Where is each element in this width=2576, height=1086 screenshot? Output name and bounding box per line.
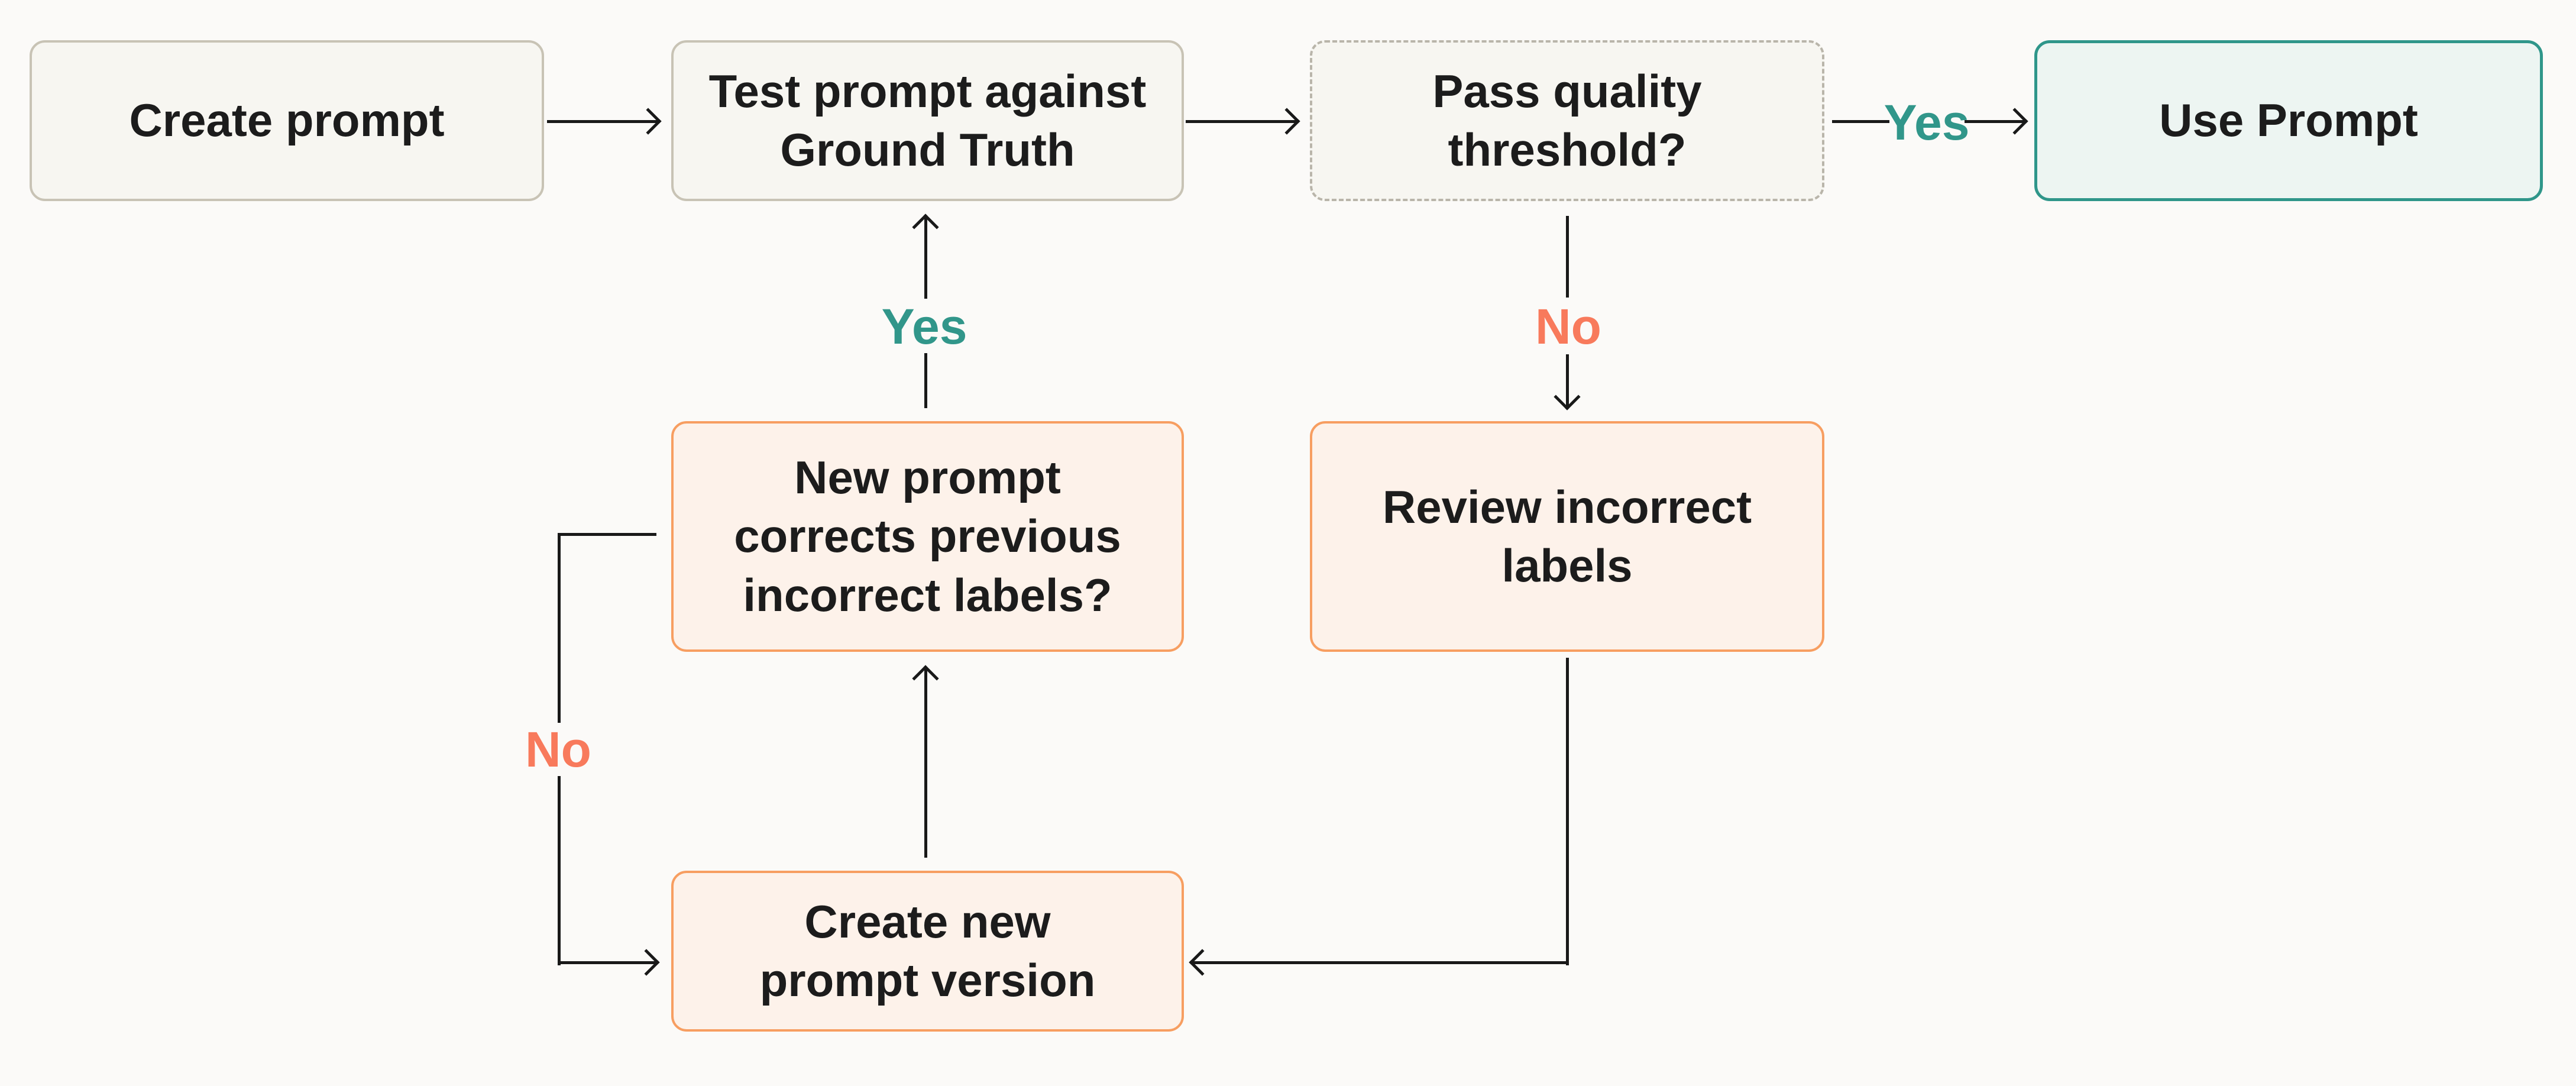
edge-line <box>1186 120 1298 123</box>
node-create-new-version-label: Create new prompt version <box>759 895 1096 1006</box>
edge-line <box>924 353 927 408</box>
node-test-prompt: Test prompt against Ground Truth <box>671 40 1184 201</box>
edge-line <box>1566 658 1569 965</box>
arrowhead-right-icon <box>2001 108 2028 135</box>
edge-line <box>924 667 927 858</box>
edge-label-yes-to-use: Yes <box>1884 95 1970 150</box>
arrowhead-down-icon <box>1554 383 1581 411</box>
arrowhead-up-icon <box>912 665 939 692</box>
edge-label-no-loop: No <box>525 722 591 777</box>
edge-line <box>559 961 658 964</box>
arrowhead-right-icon <box>635 108 662 135</box>
arrowhead-right-icon <box>1273 108 1300 135</box>
edge-label-yes-loop: Yes <box>881 299 967 354</box>
node-test-prompt-label: Test prompt against Ground Truth <box>708 64 1147 176</box>
node-use-prompt: Use Prompt <box>2034 40 2543 201</box>
edge-label-no-to-review: No <box>1535 299 1601 354</box>
arrowhead-up-icon <box>912 214 939 241</box>
node-pass-threshold-label: Pass quality threshold? <box>1432 64 1702 176</box>
edge-line <box>924 216 927 299</box>
edge-line <box>1191 961 1569 964</box>
edge-line <box>558 533 561 723</box>
arrowhead-left-icon <box>1189 949 1216 976</box>
edge-line <box>1566 216 1569 298</box>
edge-line <box>1965 120 2026 123</box>
edge-line <box>1832 120 1889 123</box>
edge-line <box>547 120 659 123</box>
node-create-new-version: Create new prompt version <box>671 871 1184 1032</box>
node-new-prompt-corrects-label: New prompt corrects previous incorrect l… <box>734 451 1121 621</box>
node-review-labels-label: Review incorrect labels <box>1382 480 1752 592</box>
edge-line <box>559 533 656 536</box>
node-pass-threshold: Pass quality threshold? <box>1310 40 1824 201</box>
arrowhead-right-icon <box>633 949 660 976</box>
node-create-prompt-label: Create prompt <box>129 94 445 147</box>
node-new-prompt-corrects: New prompt corrects previous incorrect l… <box>671 421 1184 652</box>
edge-line <box>1566 354 1569 408</box>
node-review-labels: Review incorrect labels <box>1310 421 1824 652</box>
node-use-prompt-label: Use Prompt <box>2159 94 2418 147</box>
node-create-prompt: Create prompt <box>30 40 544 201</box>
edge-line <box>558 776 561 965</box>
